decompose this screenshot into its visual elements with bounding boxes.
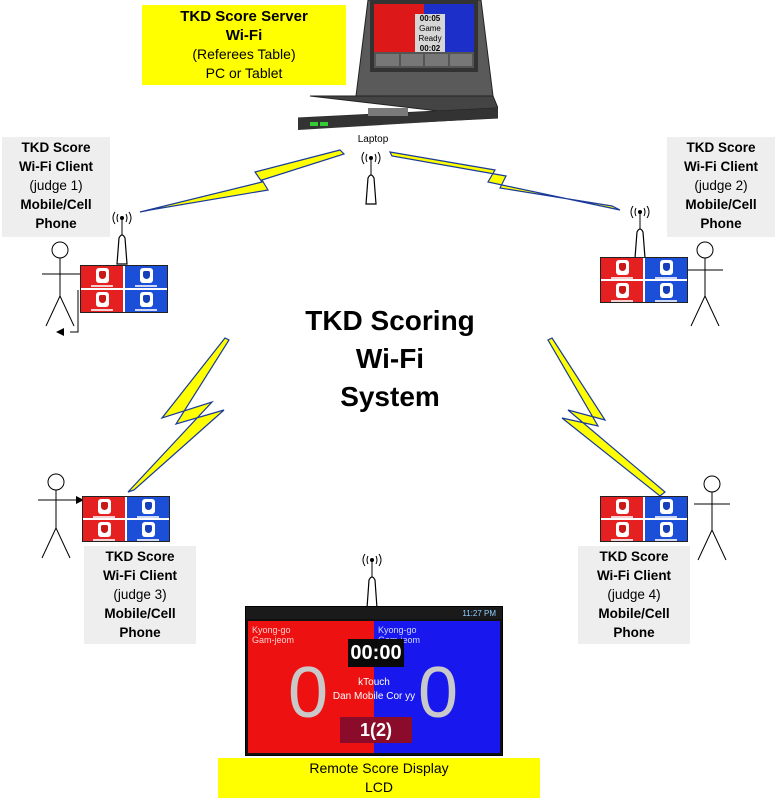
judge3-label-line4: Mobile/Cell bbox=[104, 606, 176, 621]
judge1-label-line5: Phone bbox=[35, 216, 77, 231]
laptop-label: Laptop bbox=[357, 134, 389, 145]
lcd-round: 1(2) bbox=[340, 717, 412, 743]
laptop-screen-status2: Ready bbox=[418, 34, 442, 43]
system-title-line2: Wi-Fi bbox=[355, 343, 425, 374]
lcd-status-bar: 11:27 PM bbox=[246, 607, 502, 619]
judge3-label-line1: TKD Score bbox=[105, 549, 175, 564]
lightning-bolt-judge4 bbox=[547, 337, 666, 497]
judge4-label: TKD Score Wi-Fi Client (judge 4) Mobile/… bbox=[578, 546, 690, 644]
judge4-label-line3: (judge 4) bbox=[607, 587, 661, 602]
judge2-phone bbox=[600, 257, 688, 303]
red-body-button[interactable] bbox=[83, 520, 125, 541]
lcd-blue-warning: Kyong-go bbox=[378, 625, 417, 635]
blue-body-button[interactable] bbox=[645, 520, 687, 541]
server-label-line4: PC or Tablet bbox=[205, 65, 283, 81]
judge2-label-line2: Wi-Fi Client bbox=[683, 159, 759, 174]
laptop: 00:05 Game Ready 00:02 Laptop bbox=[298, 0, 498, 145]
lightning-bolt-judge1 bbox=[139, 149, 346, 213]
server-label-line1: TKD Score Server bbox=[180, 8, 308, 25]
lightning-bolt-judge3 bbox=[127, 337, 230, 493]
judge4-label-line4: Mobile/Cell bbox=[598, 606, 670, 621]
judge3-label-line3: (judge 3) bbox=[113, 587, 167, 602]
judge2-label-line4: Mobile/Cell bbox=[685, 197, 757, 212]
lightning-bolt-judge2 bbox=[388, 151, 621, 211]
judge2-label-line3: (judge 2) bbox=[694, 178, 748, 193]
blue-body-button[interactable] bbox=[125, 290, 167, 312]
antenna-icon-laptop bbox=[361, 151, 381, 205]
lcd-red-warning: Kyong-go bbox=[252, 625, 291, 635]
judge4-label-line1: TKD Score bbox=[599, 549, 669, 564]
system-title: TKD Scoring Wi-Fi System bbox=[270, 302, 510, 416]
judge3-label-line2: Wi-Fi Client bbox=[102, 568, 178, 583]
lcd-red-penalty: Gam-jeom bbox=[252, 635, 295, 645]
antenna-icon-display bbox=[362, 553, 382, 609]
judge2-label: TKD Score Wi-Fi Client (judge 2) Mobile/… bbox=[667, 137, 775, 237]
blue-body-button[interactable] bbox=[645, 281, 687, 302]
judge1-label-line2: Wi-Fi Client bbox=[18, 159, 94, 174]
laptop-screen-center: 00:05 Game Ready 00:02 bbox=[415, 14, 445, 56]
person-icon-judge4 bbox=[694, 475, 730, 561]
red-score-button[interactable] bbox=[601, 497, 643, 518]
judge2-label-line1: TKD Score bbox=[686, 140, 756, 155]
display-label-line1: Remote Score Display bbox=[309, 760, 449, 776]
server-label: TKD Score Server Wi-Fi (Referees Table) … bbox=[142, 5, 346, 85]
server-label-line2: Wi-Fi bbox=[225, 27, 263, 44]
red-score-button[interactable] bbox=[81, 266, 123, 288]
remote-lcd-display: 11:27 PM Kyong-go Gam-jeom 0 Kyong-go Ga… bbox=[245, 606, 503, 756]
system-title-line3: System bbox=[340, 381, 440, 412]
person-icon-judge2 bbox=[687, 241, 723, 327]
red-body-button[interactable] bbox=[81, 290, 123, 312]
blue-score-button[interactable] bbox=[645, 497, 687, 518]
blue-score-button[interactable] bbox=[127, 497, 169, 518]
judge4-label-line5: Phone bbox=[613, 625, 655, 640]
lcd-status-time: 11:27 PM bbox=[462, 608, 496, 618]
lcd-app-vendor: Dan Mobile Cor yy bbox=[332, 691, 416, 702]
judge4-phone bbox=[600, 496, 688, 542]
antenna-icon-judge2 bbox=[630, 205, 650, 259]
laptop-screen: 00:05 Game Ready 00:02 bbox=[370, 0, 478, 72]
laptop-screen-toolbar bbox=[374, 52, 474, 68]
red-body-button[interactable] bbox=[601, 520, 643, 541]
judge1-label-line4: Mobile/Cell bbox=[20, 197, 92, 212]
lcd-blue-score: 0 bbox=[418, 653, 459, 733]
laptop-screen-status1: Game bbox=[419, 24, 441, 33]
lcd-red-score: 0 bbox=[288, 653, 329, 733]
judge4-label-line2: Wi-Fi Client bbox=[596, 568, 672, 583]
lcd-app-name: kTouch bbox=[358, 677, 390, 688]
system-title-line1: TKD Scoring bbox=[305, 305, 475, 336]
judge1-label-line3: (judge 1) bbox=[29, 178, 83, 193]
red-score-button[interactable] bbox=[601, 258, 643, 279]
judge3-phone bbox=[82, 496, 170, 542]
laptop-screen-time: 00:05 bbox=[419, 14, 441, 23]
judge2-label-line5: Phone bbox=[700, 216, 742, 231]
lcd-timer: 00:00 bbox=[348, 639, 404, 667]
person-icon-judge1 bbox=[42, 241, 80, 336]
red-score-button[interactable] bbox=[83, 497, 125, 518]
judge1-label-line1: TKD Score bbox=[21, 140, 91, 155]
display-label-line2: LCD bbox=[364, 779, 393, 795]
judge3-label: TKD Score Wi-Fi Client (judge 3) Mobile/… bbox=[84, 546, 196, 644]
judge1-label: TKD Score Wi-Fi Client (judge 1) Mobile/… bbox=[2, 137, 110, 237]
display-label: Remote Score Display LCD bbox=[218, 758, 540, 798]
blue-score-button[interactable] bbox=[125, 266, 167, 288]
antenna-icon-judge1 bbox=[112, 211, 132, 265]
judge1-phone bbox=[80, 265, 168, 313]
red-body-button[interactable] bbox=[601, 281, 643, 302]
blue-score-button[interactable] bbox=[645, 258, 687, 279]
blue-body-button[interactable] bbox=[127, 520, 169, 541]
person-icon-judge3 bbox=[38, 473, 84, 559]
laptop-screen-clock: 00:02 bbox=[419, 44, 441, 53]
server-label-line3: (Referees Table) bbox=[192, 46, 296, 62]
judge3-label-line5: Phone bbox=[119, 625, 161, 640]
